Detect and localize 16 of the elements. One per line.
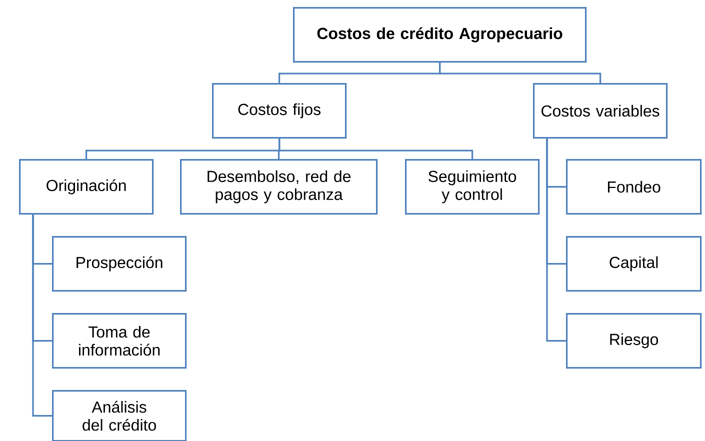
category-box: Seguimiento y control xyxy=(405,158,540,215)
category-box: Prospección xyxy=(52,236,187,292)
connector-line xyxy=(32,214,52,417)
category-box: Costos fijos xyxy=(212,83,347,139)
category-box: Costos de crédito Agropecuario xyxy=(293,7,587,63)
connector-line xyxy=(278,138,474,159)
connector-line xyxy=(546,138,566,342)
category-box: Originación xyxy=(19,158,154,215)
category-box: Fondeo xyxy=(566,158,702,215)
category-box: Desembolso, red de pagos y cobranza xyxy=(180,158,378,215)
category-box: Análisis del crédito xyxy=(52,390,187,441)
category-box: Capital xyxy=(566,236,702,292)
category-box: Toma de información xyxy=(52,313,187,369)
category-box: Costos variables xyxy=(533,83,668,139)
category-box: Riesgo xyxy=(566,313,702,369)
connector-line xyxy=(439,62,602,83)
